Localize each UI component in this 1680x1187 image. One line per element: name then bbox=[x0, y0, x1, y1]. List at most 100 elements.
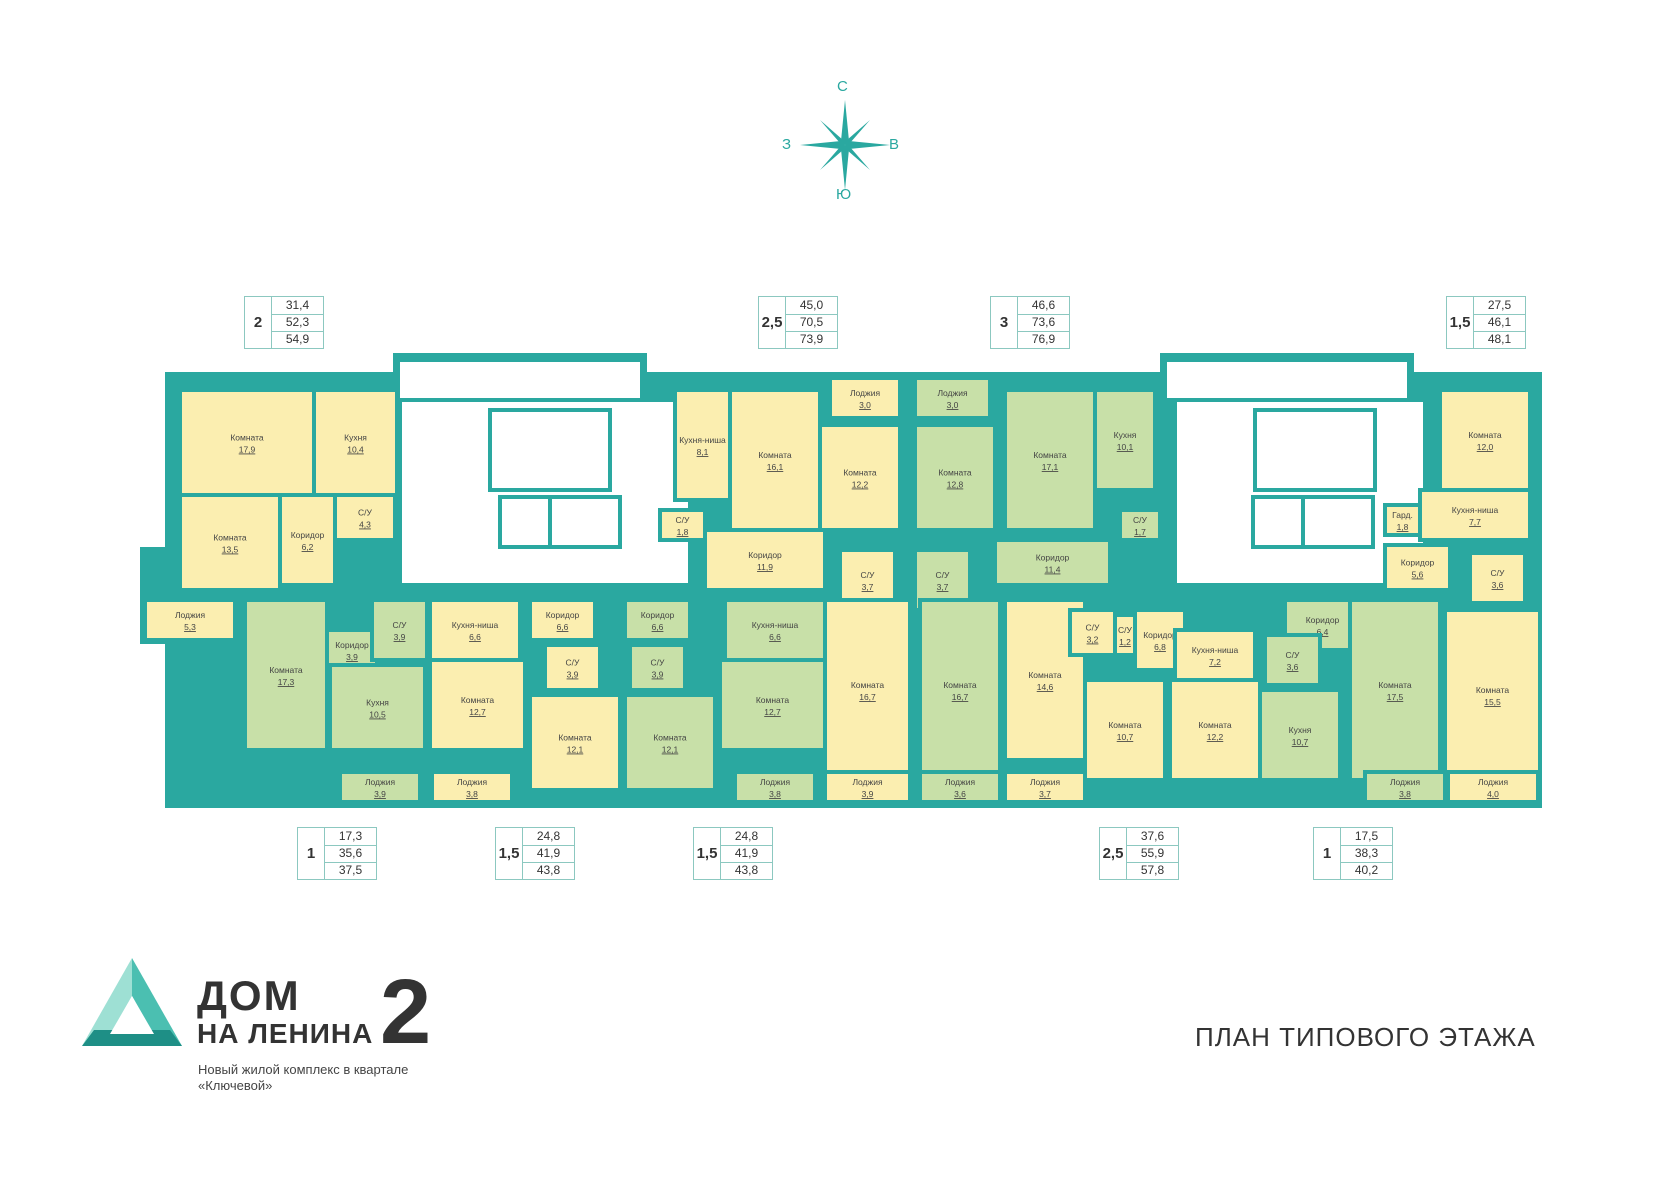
room-shape bbox=[1003, 388, 1097, 532]
room-name: С/У bbox=[676, 515, 691, 525]
room-area: 3,7 bbox=[862, 582, 874, 592]
room-area: 12,7 bbox=[764, 707, 781, 717]
room-area: 10,4 bbox=[347, 445, 364, 455]
room-name: С/У bbox=[936, 570, 951, 580]
apartment-total-area: 41,9 bbox=[721, 845, 772, 863]
room-shape bbox=[543, 643, 602, 692]
room-shape bbox=[1468, 551, 1527, 605]
room-name: С/У bbox=[358, 508, 373, 518]
room-shape bbox=[338, 770, 422, 804]
apartment-info-bottom-2: 1,5 24,8 41,9 43,8 bbox=[495, 827, 575, 880]
room-shape bbox=[1003, 598, 1087, 762]
room-name: Комната bbox=[943, 680, 977, 690]
room-49: С/У1,2 bbox=[1113, 613, 1137, 657]
apartment-full-area: 73,9 bbox=[799, 332, 824, 346]
room-name: Коридор bbox=[1306, 615, 1340, 625]
room-shape bbox=[823, 598, 912, 782]
room-area: 3,9 bbox=[652, 670, 664, 680]
room-name: Кухня bbox=[1114, 430, 1137, 440]
room-shape bbox=[1443, 608, 1542, 782]
room-area: 14,6 bbox=[1037, 682, 1054, 692]
room-area: 1,2 bbox=[1119, 637, 1131, 647]
compass-rose-icon bbox=[800, 100, 890, 190]
room-name: Комната bbox=[756, 695, 790, 705]
room-area: 5,3 bbox=[184, 622, 196, 632]
room-area: 3,6 bbox=[954, 789, 966, 799]
room-area: 12,7 bbox=[469, 707, 486, 717]
brand-subtitle-line2: «Ключевой» bbox=[198, 1078, 273, 1093]
room-area: 3,8 bbox=[1399, 789, 1411, 799]
room-name: Кухня-ниша bbox=[679, 435, 726, 445]
room-name: Лоджия bbox=[457, 777, 488, 787]
room-name: С/У bbox=[1491, 568, 1506, 578]
room-39: Кухня-ниша 6,6 bbox=[723, 598, 827, 662]
room-area: 6,6 bbox=[769, 632, 781, 642]
room-name: Лоджия bbox=[937, 388, 968, 398]
common-areas bbox=[396, 358, 1427, 587]
room-area: 11,9 bbox=[757, 562, 773, 572]
room-shape bbox=[1418, 488, 1532, 542]
room-name: Лоджия bbox=[1390, 777, 1421, 787]
room-area: 8,1 bbox=[697, 447, 709, 457]
apartment-total-area: 35,6 bbox=[325, 845, 376, 863]
room-shape bbox=[428, 598, 522, 662]
apartment-living-area: 17,5 bbox=[1341, 828, 1392, 846]
room-area: 17,3 bbox=[278, 677, 295, 687]
room-shape bbox=[278, 493, 337, 587]
room-name: С/У bbox=[861, 570, 876, 580]
room-name: С/У bbox=[566, 658, 581, 668]
room-55: С/У3,6 bbox=[1263, 633, 1322, 687]
room-area: 3,0 bbox=[947, 400, 959, 410]
room-shape bbox=[918, 770, 1002, 804]
room-shape bbox=[823, 770, 912, 804]
apartment-rooms: 1,5 bbox=[1447, 297, 1474, 348]
room-name: Кухня-ниша bbox=[1192, 645, 1239, 655]
room-area: 3,6 bbox=[1492, 580, 1504, 590]
room-shape bbox=[673, 388, 732, 502]
room-shape bbox=[1363, 770, 1447, 804]
room-21: Гард.1,8 bbox=[1383, 503, 1422, 537]
room-area: 12,0 bbox=[1477, 442, 1494, 452]
compass-south-label: Ю bbox=[836, 186, 852, 203]
apartment-living-area: 45,0 bbox=[786, 297, 837, 315]
room-11: Коридор 11,9 bbox=[703, 528, 827, 592]
rooms-layer: Комната17,9Кухня10,4Комната13,5Коридор6,… bbox=[143, 376, 1542, 804]
room-shape bbox=[333, 493, 397, 542]
room-58: Лоджия 3,8 bbox=[1363, 770, 1447, 804]
room-shape bbox=[913, 376, 992, 420]
apartment-info-top-1: 2 31,4 52,3 54,9 bbox=[244, 296, 324, 349]
room-area: 3,2 bbox=[1087, 635, 1099, 645]
room-name: Кухня-ниша bbox=[752, 620, 799, 630]
room-area: 12,8 bbox=[947, 480, 964, 490]
room-name: Коридор bbox=[546, 610, 580, 620]
room-area: 7,2 bbox=[1209, 657, 1221, 667]
apartment-total-area: 73,6 bbox=[1018, 314, 1069, 332]
room-name: Комната bbox=[461, 695, 495, 705]
room-shape bbox=[918, 598, 1002, 782]
room-name: Коридор bbox=[748, 550, 782, 560]
apartment-info-bottom-5: 1 17,5 38,3 40,2 bbox=[1313, 827, 1393, 880]
room-shape bbox=[623, 693, 717, 792]
apartment-living-area: 46,6 bbox=[1018, 297, 1069, 315]
room-10: С/У1,8 bbox=[658, 508, 707, 542]
room-shape bbox=[828, 376, 902, 420]
apartment-total-area: 38,3 bbox=[1341, 845, 1392, 863]
room-name: Лоджия bbox=[1478, 777, 1509, 787]
room-shape bbox=[1003, 770, 1087, 804]
apartment-full-area: 43,8 bbox=[734, 863, 759, 877]
room-area: 6,6 bbox=[469, 632, 481, 642]
room-shape bbox=[623, 598, 692, 642]
room-name: Лоджия bbox=[852, 777, 883, 787]
